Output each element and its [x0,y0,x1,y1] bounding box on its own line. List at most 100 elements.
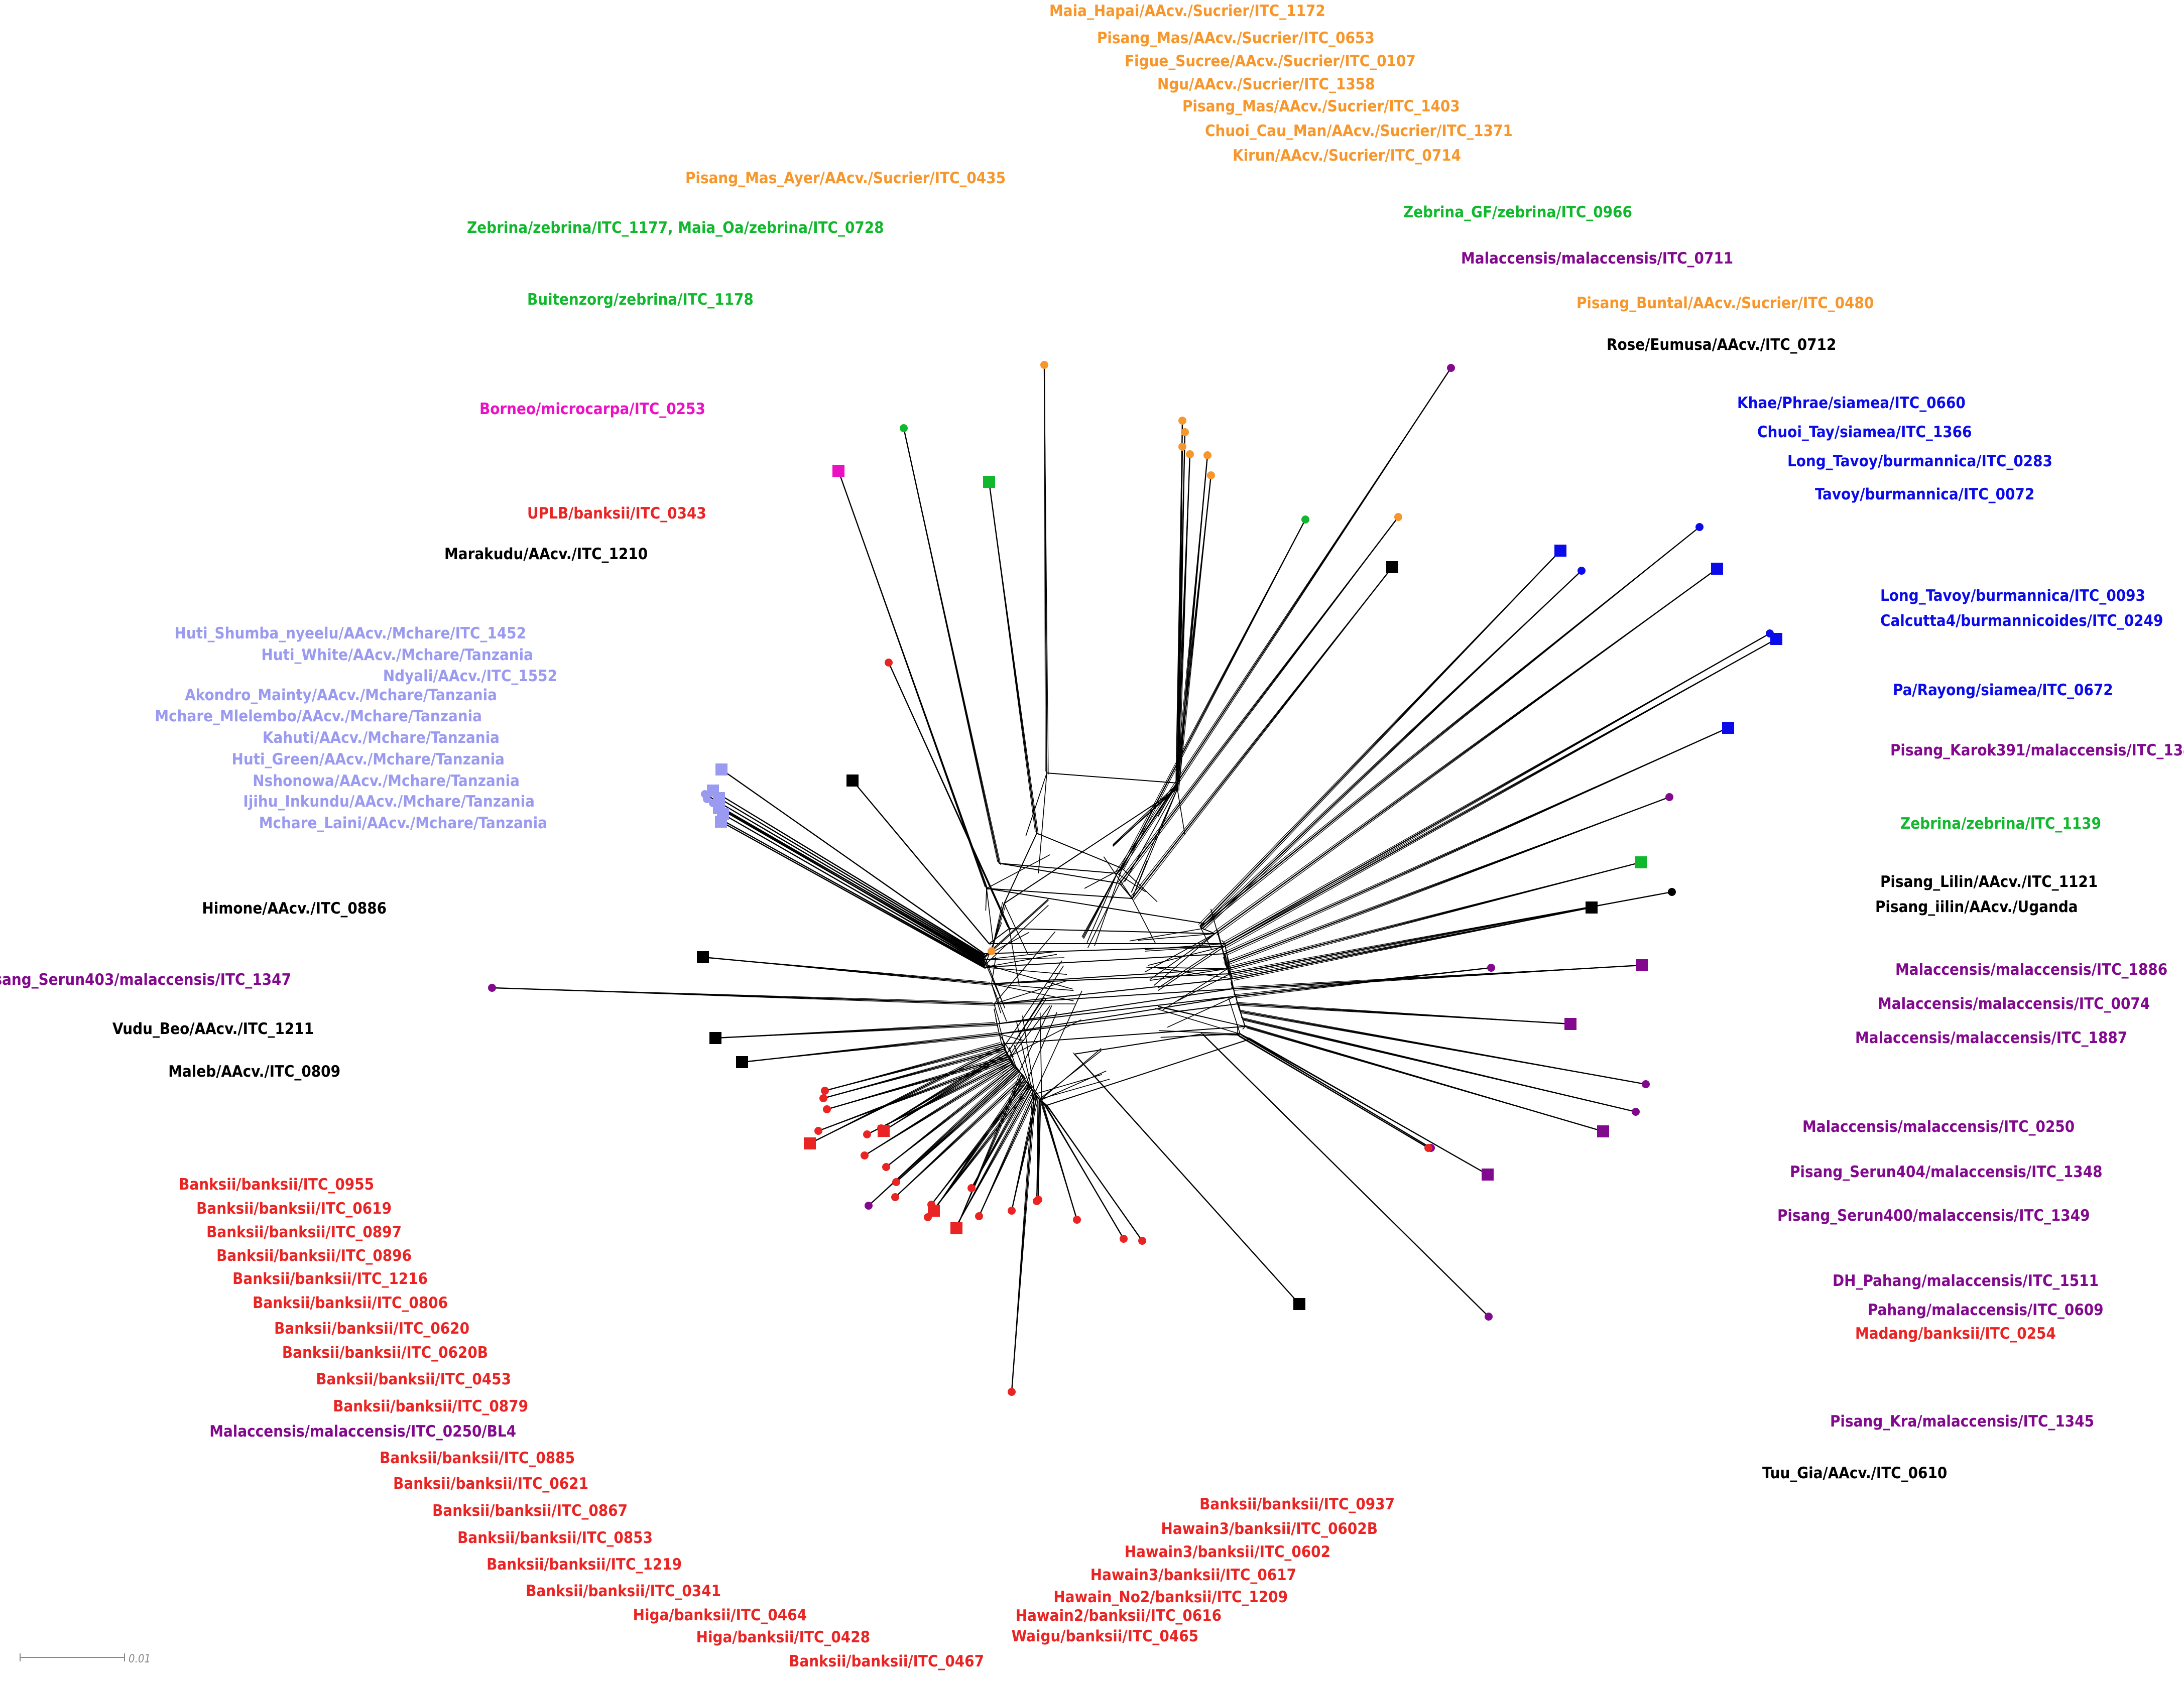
mesh-edge [1163,968,1228,1010]
mesh-edge [994,988,1233,1004]
label-pisang-serun403: Pisang_Serun403/malaccensis/ITC_1347 [0,971,291,989]
marker-waigu [975,1212,983,1220]
mesh-edge [1160,1033,1241,1038]
marker-maleb [736,1056,748,1068]
label-higa-0464: Higa/banksii/ITC_0464 [633,1606,807,1624]
label-banksii-0937: Banksii/banksii/ITC_0937 [1199,1495,1395,1513]
mesh-edge [1009,1019,1081,1057]
mesh-edge [1046,772,1178,784]
marker-higa-0428 [951,1225,959,1233]
label-pisang-karok391: Pisang_Karok391/malaccensis/ITC_1346 [1890,741,2184,759]
label-ngu: Ngu/AAcv./Sucrier/ITC_1358 [1157,75,1375,93]
label-huti-green: Huti_Green/AAcv./Mchare/Tanzania [232,750,505,768]
mesh-edge [1199,926,1212,950]
edge-zebrina-1177 [989,481,1039,835]
label-hawain3-0602: Hawain3/banksii/ITC_0602 [1125,1543,1330,1561]
label-banksii-1216: Banksii/banksii/ITC_1216 [232,1270,428,1288]
label-banksii-0620: Banksii/banksii/ITC_0620 [274,1320,469,1338]
mesh-edge [996,988,1233,1024]
label-pisang-mas-0653: Pisang_Mas/AAcv./Sucrier/ITC_0653 [1097,29,1375,47]
edge-nshonowa [722,814,986,966]
mesh-edge [1016,1022,1032,1090]
mesh-edge [984,950,1061,960]
label-banksii-0867: Banksii/banksii/ITC_0867 [432,1502,628,1520]
edge-pisang-lilin [1231,891,1672,976]
edge-banksii-0453 [864,1065,1014,1156]
label-huti-white: Huti_White/AAcv./Mchare/Tanzania [261,646,533,664]
mesh-edge [1046,1039,1251,1106]
edge-malaccensis-1887 [1239,1005,1571,1024]
label-uplb: UPLB/banksii/ITC_0343 [527,504,706,523]
edge-banksii-0867 [895,1078,1026,1198]
edge-higa-0428 [954,1090,1034,1229]
edge-banksii-0341 [970,1084,1030,1189]
marker-hawain3-0617 [1033,1197,1041,1205]
edge-banksii-0885 [896,1073,1021,1183]
mesh-edge [1124,787,1178,882]
edge-tuu-gia [1075,1055,1300,1305]
marker-figue-sucree [1181,428,1189,436]
mesh-edge [991,978,1070,984]
edge-malaccensis-0711 [1116,367,1452,874]
mesh-edge [991,983,1074,1001]
label-banksii-0341: Banksii/banksii/ITC_0341 [526,1582,721,1600]
label-ijihu-inkundu: Ijihu_Inkundu/AAcv./Mchare/Tanzania [243,793,535,811]
mesh-edge [1113,784,1178,845]
mesh-edge [1004,789,1178,904]
mesh-edge [1081,873,1118,938]
marker-pisang-karok391 [1665,793,1673,801]
label-banksii-0620b: Banksii/banksii/ITC_0620B [282,1344,488,1362]
marker-banksii-0619 [804,1137,816,1149]
label-nshonowa: Nshonowa/AAcv./Mchare/Tanzania [253,772,520,790]
edge-banksii-0896 [881,1051,1007,1129]
marker-banksii-0885 [892,1178,900,1186]
mesh-edge [1144,946,1226,952]
mesh-edge [984,954,1057,968]
mesh-edge [1039,1079,1110,1100]
mesh-edge [1231,979,1236,997]
edge-banksii-0620 [818,1058,1010,1132]
label-zebrina-1177: Zebrina/zebrina/ITC_1177, Maia_Oa/zebrin… [467,219,884,237]
edge-banksii-0955 [824,1045,1004,1091]
marker-long-tavoy-0283 [1578,567,1586,575]
edge-pisang-karok391 [1225,796,1670,965]
edge-banksii-0620b [867,1063,1014,1135]
label-pahang-0609: Pahang/malaccensis/ITC_0609 [1868,1301,2104,1319]
mesh-edge [1025,772,1047,836]
edge-pisang-karok391 [1226,797,1670,966]
edge-khae-phrae [1206,527,1700,926]
mesh-edge [991,983,1007,1022]
marker-banksii-0620b [863,1130,871,1138]
edge-banksii-0453 [864,1063,1012,1156]
marker-kirun [1178,443,1186,451]
label-banksii-0453: Banksii/banksii/ITC_0453 [316,1370,511,1388]
marker-pa-rayong [1722,722,1734,734]
edge-pisang-buntal [1119,516,1399,884]
mesh-edge [1138,933,1216,941]
edge-chuoi-tay [1201,550,1561,928]
marker-pisang-mas-ayer [988,947,996,955]
mesh-edge [994,1003,1001,1024]
label-khae-phrae: Khae/Phrae/siamea/ITC_0660 [1737,394,1966,412]
network-center-mesh [984,772,1251,1106]
marker-dh-pahang [1482,1169,1494,1181]
edge-calcutta4 [1226,638,1777,948]
edge-huti-green [712,803,986,965]
label-maleb: Maleb/AAcv./ITC_0809 [168,1063,340,1081]
label-banksii-0619: Banksii/banksii/ITC_0619 [196,1200,392,1218]
mesh-edge [984,957,1065,960]
mesh-edge [1178,973,1231,1001]
mesh-edge [984,904,1049,966]
mesh-edge [1158,1005,1246,1027]
marker-malaccensis-1887 [1564,1018,1576,1030]
label-mchare-mlelembo: Mchare_Mlelembo/AAcv./Mchare/Tanzania [155,707,482,725]
edge-malaccensis-0250 [1241,1012,1646,1085]
marker-ngu [1203,451,1211,459]
edge-maleb [742,1035,1001,1063]
mesh-edge [1158,943,1226,989]
edge-hawain3-0617 [1036,1102,1041,1202]
edge-malaccensis-0074 [1236,967,1492,998]
mesh-edge [986,854,1051,889]
